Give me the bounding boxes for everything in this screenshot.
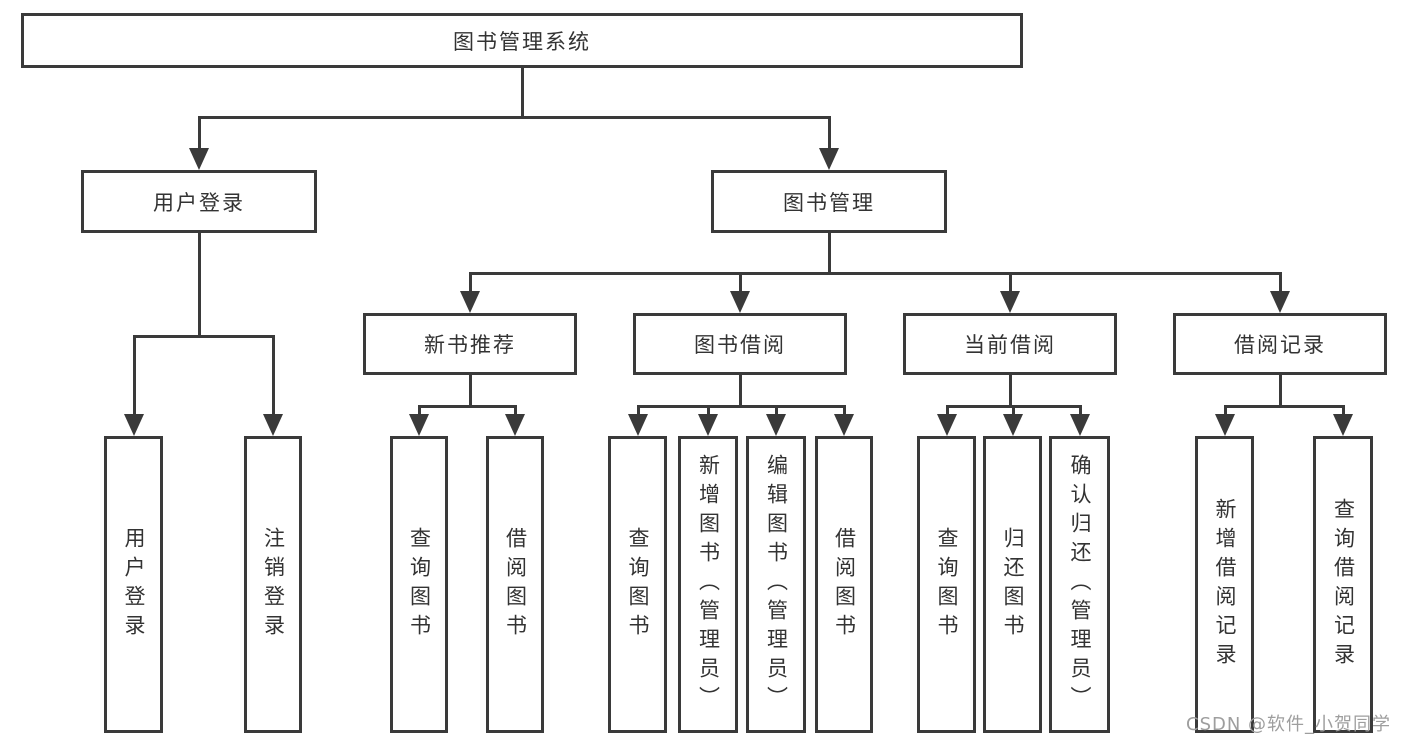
node-label: 查询图书	[626, 526, 650, 643]
leaf-user-login: 用户登录	[104, 436, 163, 733]
connector-line	[945, 404, 949, 416]
connector-line	[1011, 404, 1015, 416]
arrow-down-icon	[834, 414, 854, 436]
node-book-borrowing: 图书借阅	[633, 313, 847, 375]
connector-line	[1008, 373, 1012, 408]
connector-line	[636, 404, 846, 408]
arrow-down-icon	[628, 414, 648, 436]
arrow-down-icon	[189, 148, 209, 170]
connector-line	[468, 373, 472, 408]
node-label: 借阅图书	[503, 526, 528, 643]
watermark: CSDN @软件_小贺同学	[1186, 714, 1392, 735]
node-current-borrowing: 当前借阅	[903, 313, 1117, 375]
arrow-down-icon	[1070, 414, 1090, 436]
node-borrow-records: 借阅记录	[1173, 313, 1387, 375]
node-label: 查询图书	[935, 526, 959, 643]
node-label: 借阅记录	[1234, 333, 1326, 357]
connector-line	[197, 231, 201, 338]
connector-line	[1278, 373, 1282, 408]
node-label: 图书借阅	[694, 333, 786, 357]
node-book-management: 图书管理	[711, 170, 947, 233]
connector-line	[827, 115, 831, 150]
connector-line	[1008, 271, 1012, 293]
connector-line	[417, 404, 517, 408]
arrow-down-icon	[730, 291, 750, 313]
connector-line	[271, 334, 275, 416]
leaf-return-books: 归还图书	[983, 436, 1042, 733]
node-label: 确认归还（管理员）	[1068, 454, 1092, 715]
node-label: 用户登录	[153, 190, 245, 215]
node-label: 编辑图书（管理员）	[764, 454, 789, 715]
connector-line	[827, 231, 831, 275]
arrow-down-icon	[263, 414, 283, 436]
connector-line	[1341, 404, 1345, 416]
node-label: 新书推荐	[424, 333, 516, 357]
leaf-add-borrow-record: 新增借阅记录	[1195, 436, 1254, 733]
node-label: 归还图书	[1001, 526, 1025, 643]
node-label: 查询借阅记录	[1331, 497, 1356, 672]
arrow-down-icon	[819, 148, 839, 170]
connector-line	[774, 404, 778, 416]
connector-line	[520, 67, 524, 119]
connector-line	[1223, 404, 1227, 416]
arrow-down-icon	[505, 414, 525, 436]
arrow-down-icon	[1215, 414, 1235, 436]
arrow-down-icon	[698, 414, 718, 436]
connector-line	[468, 271, 1282, 275]
connector-line	[197, 115, 201, 150]
arrow-down-icon	[937, 414, 957, 436]
node-label: 新增图书（管理员）	[696, 454, 721, 715]
node-label: 用户登录	[122, 526, 146, 643]
connector-line	[417, 404, 421, 416]
arrow-down-icon	[766, 414, 786, 436]
connector-line	[197, 115, 831, 119]
leaf-add-book-admin: 新增图书（管理员）	[678, 436, 738, 733]
connector-line	[706, 404, 710, 416]
leaf-confirm-return-admin: 确认归还（管理员）	[1049, 436, 1110, 733]
node-label: 查询图书	[407, 526, 432, 643]
leaf-edit-book-admin: 编辑图书（管理员）	[746, 436, 806, 733]
arrow-down-icon	[124, 414, 144, 436]
node-user-login: 用户登录	[81, 170, 317, 233]
node-label: 图书管理	[783, 190, 875, 215]
leaf-query-books-current: 查询图书	[917, 436, 976, 733]
node-label: 借阅图书	[832, 526, 857, 643]
connector-line	[513, 404, 517, 416]
leaf-borrow-books-borrowing: 借阅图书	[815, 436, 873, 733]
connector-line	[1278, 271, 1282, 293]
connector-line	[738, 373, 742, 408]
connector-line	[468, 271, 472, 293]
node-new-book-recommend: 新书推荐	[363, 313, 577, 375]
arrow-down-icon	[1000, 291, 1020, 313]
leaf-borrow-books-recommend: 借阅图书	[486, 436, 544, 733]
node-library-management-system: 图书管理系统	[21, 13, 1023, 68]
arrow-down-icon	[1003, 414, 1023, 436]
connector-line	[1223, 404, 1345, 408]
arrow-down-icon	[460, 291, 480, 313]
connector-line	[132, 334, 136, 416]
connector-line	[132, 334, 275, 338]
leaf-query-borrow-record: 查询借阅记录	[1313, 436, 1373, 733]
connector-line	[1078, 404, 1082, 416]
node-label: 新增借阅记录	[1213, 497, 1237, 672]
leaf-query-books-recommend: 查询图书	[390, 436, 448, 733]
arrow-down-icon	[1270, 291, 1290, 313]
arrow-down-icon	[409, 414, 429, 436]
connector-line	[842, 404, 846, 416]
leaf-query-books-borrowing: 查询图书	[608, 436, 667, 733]
arrow-down-icon	[1333, 414, 1353, 436]
node-label: 当前借阅	[964, 333, 1056, 357]
connector-line	[636, 404, 640, 416]
connector-line	[738, 271, 742, 293]
node-label: 注销登录	[261, 526, 286, 643]
leaf-logout-login: 注销登录	[244, 436, 302, 733]
node-label: 图书管理系统	[453, 29, 591, 54]
